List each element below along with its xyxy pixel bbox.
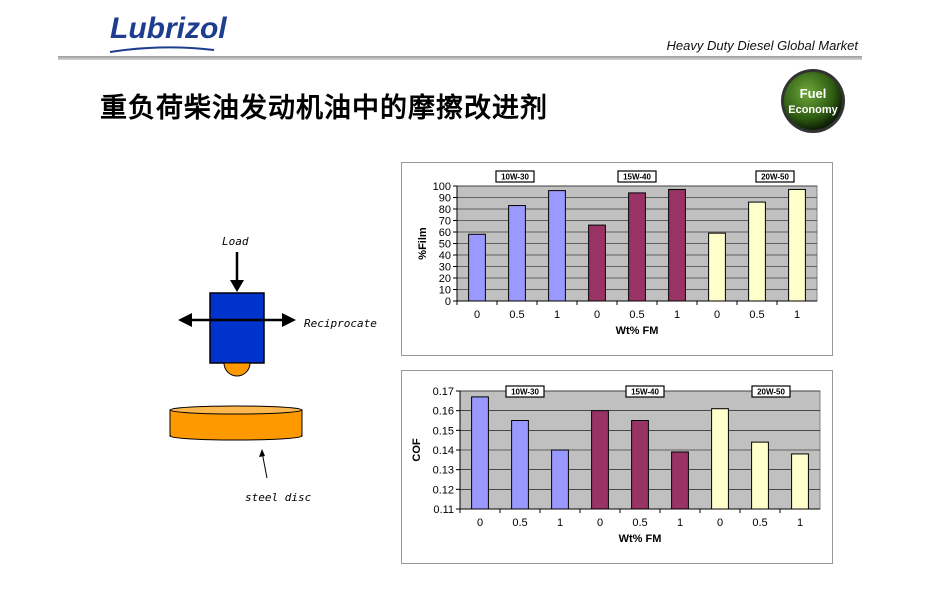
cof-group-tag-box bbox=[505, 385, 545, 398]
cof-group-tag: 20W-50 bbox=[757, 388, 785, 397]
cof-bar bbox=[551, 449, 569, 510]
film-group-tag-box bbox=[495, 170, 535, 183]
cof-x-tick-label: 1 bbox=[797, 517, 803, 529]
header-divider bbox=[58, 56, 862, 60]
film-x-tick-label: 0.5 bbox=[749, 309, 764, 321]
film-y-tick-label: 20 bbox=[439, 273, 451, 285]
logo-swoosh-icon bbox=[109, 46, 215, 53]
film-bar bbox=[708, 232, 726, 302]
fuel-economy-badge: Fuel Economy bbox=[781, 69, 845, 133]
cof-bar bbox=[791, 453, 809, 510]
film-bar bbox=[548, 190, 566, 302]
reciprocating-block bbox=[209, 292, 265, 364]
load-arrowhead-icon bbox=[230, 280, 244, 292]
film-y-tick-label: 30 bbox=[439, 262, 451, 274]
cof-chart-frame: 0.11 0.12 0.13 0.14 0.15 0.16 0.17 0 0.5 1 0 0.5 1 0 0… bbox=[401, 370, 833, 564]
film-x-tick-label: 0.5 bbox=[629, 309, 644, 321]
cof-bar bbox=[711, 408, 729, 510]
film-x-tick-label: 0.5 bbox=[509, 309, 524, 321]
cof-bar bbox=[471, 396, 489, 510]
badge-line2: Economy bbox=[788, 104, 838, 116]
film-bar bbox=[508, 205, 526, 302]
film-bar bbox=[628, 192, 646, 302]
cof-x-tick-label: 0.5 bbox=[752, 517, 767, 529]
steel-disc-top bbox=[169, 405, 303, 415]
film-y-tick-label: 0 bbox=[445, 296, 451, 308]
cof-bar bbox=[671, 451, 689, 510]
film-y-tick-label: 40 bbox=[439, 250, 451, 262]
cof-y-tick-label: 0.17 bbox=[433, 386, 454, 398]
cof-y-tick-label: 0.13 bbox=[433, 465, 454, 477]
page-title: 重负荷柴油发动机油中的摩擦改进剂 bbox=[100, 93, 548, 124]
cof-x-tick-label: 0.5 bbox=[512, 517, 527, 529]
cof-x-tick-label: 0 bbox=[717, 517, 723, 529]
film-y-tick-label: 80 bbox=[439, 204, 451, 216]
cof-y-tick-label: 0.14 bbox=[433, 445, 454, 457]
cof-x-tick-label: 1 bbox=[557, 517, 563, 529]
tribometer-diagram bbox=[169, 252, 303, 479]
cof-x-axis-label: Wt% FM bbox=[619, 533, 662, 545]
cof-y-tick-label: 0.12 bbox=[433, 484, 454, 496]
badge-line1: Fuel bbox=[800, 86, 827, 101]
cof-y-axis-label: COF bbox=[411, 438, 423, 462]
left-arrowhead-icon bbox=[178, 313, 192, 327]
cof-y-tick-label: 0.11 bbox=[433, 504, 454, 516]
cof-group-tag: 10W-30 bbox=[511, 388, 539, 397]
film-y-tick-label: 90 bbox=[439, 193, 451, 205]
right-arrowhead-icon bbox=[282, 313, 296, 327]
cof-x-tick-label: 0 bbox=[477, 517, 483, 529]
disc-pointer-arrowhead-icon bbox=[259, 449, 265, 457]
load-label: Load bbox=[222, 235, 249, 248]
cof-bar bbox=[751, 441, 769, 510]
film-group-tag: 10W-30 bbox=[501, 173, 529, 182]
cof-chart: 0.11 0.12 0.13 0.14 0.15 0.16 0.17 0 0.5 1 0 0.5 1 0 0… bbox=[411, 385, 821, 545]
film-x-tick-label: 1 bbox=[794, 309, 800, 321]
cof-bar bbox=[631, 420, 649, 510]
film-bar bbox=[788, 188, 806, 302]
film-bar bbox=[588, 224, 606, 302]
film-y-tick-label: 50 bbox=[439, 239, 451, 251]
film-group-tag: 20W-50 bbox=[761, 173, 789, 182]
film-y-tick-label: 70 bbox=[439, 216, 451, 228]
film-x-tick-label: 1 bbox=[554, 309, 560, 321]
cof-bar bbox=[511, 420, 529, 510]
film-x-tick-label: 1 bbox=[674, 309, 680, 321]
lubrizol-logo: Lubrizol bbox=[110, 12, 227, 45]
cof-group-tag-box bbox=[751, 385, 791, 398]
film-y-tick-label: 10 bbox=[439, 285, 451, 297]
cof-x-tick-label: 0 bbox=[597, 517, 603, 529]
cof-y-tick-label: 0.15 bbox=[433, 425, 454, 437]
cof-group-tag: 15W-40 bbox=[631, 388, 659, 397]
reciprocate-label: Reciprocate bbox=[304, 317, 377, 330]
market-subtitle: Heavy Duty Diesel Global Market bbox=[666, 38, 858, 53]
film-group-tag-box bbox=[755, 170, 795, 183]
film-x-tick-label: 0 bbox=[474, 309, 480, 321]
film-bar bbox=[668, 188, 686, 302]
film-group-tag-box bbox=[617, 170, 657, 183]
film-x-axis-label: Wt% FM bbox=[616, 325, 659, 337]
film-y-tick-label: 60 bbox=[439, 227, 451, 239]
steel-disc-label: steel disc bbox=[245, 491, 312, 504]
cof-group-tag-box bbox=[625, 385, 665, 398]
film-bar bbox=[748, 201, 766, 302]
film-y-axis-label: %Film bbox=[417, 227, 429, 260]
film-bar bbox=[468, 233, 486, 302]
cof-y-tick-label: 0.16 bbox=[433, 406, 454, 418]
film-x-tick-label: 0 bbox=[594, 309, 600, 321]
ball-specimen bbox=[223, 362, 251, 377]
cof-bar bbox=[591, 410, 609, 510]
cof-x-tick-label: 0.5 bbox=[632, 517, 647, 529]
film-x-tick-label: 0 bbox=[714, 309, 720, 321]
film-group-tag: 15W-40 bbox=[623, 173, 651, 182]
cof-x-tick-label: 1 bbox=[677, 517, 683, 529]
film-y-tick-label: 100 bbox=[433, 181, 451, 193]
